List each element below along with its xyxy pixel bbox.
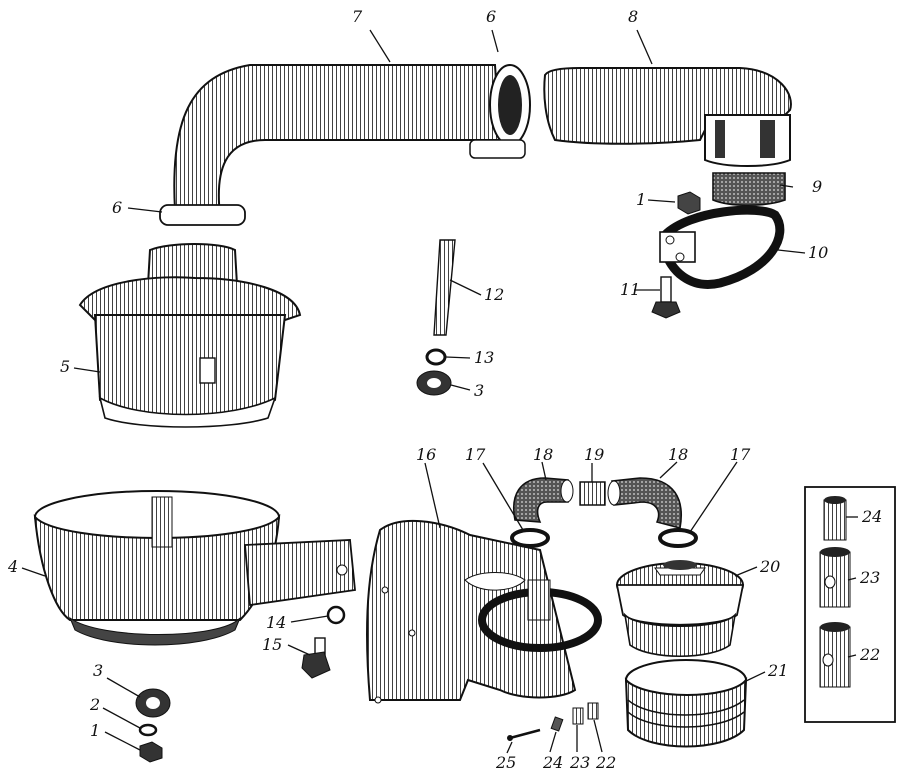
- long-stud: [433, 239, 456, 336]
- nut-upper: [677, 191, 701, 215]
- filter-insert: [712, 172, 786, 206]
- hose-clamp-lower: [159, 204, 246, 226]
- label-1-lower: 1: [90, 721, 100, 740]
- label-23-inset: 23: [859, 568, 880, 587]
- label-14: 14: [266, 613, 286, 632]
- label-12: 12: [484, 285, 504, 304]
- wing-nut-lower: [135, 688, 171, 718]
- label-8: 8: [628, 7, 638, 26]
- nut-lower: [139, 741, 163, 763]
- label-11: 11: [620, 280, 640, 299]
- label-1-upper: 1: [636, 190, 646, 209]
- split-washer: [326, 605, 346, 625]
- pin-22: [587, 702, 599, 720]
- label-23: 23: [569, 753, 590, 772]
- label-3-lower: 3: [93, 661, 103, 680]
- label-16: 16: [416, 445, 436, 464]
- label-19: 19: [584, 445, 604, 464]
- label-20: 20: [759, 557, 780, 576]
- label-3-mid: 3: [474, 381, 484, 400]
- pin-25: [509, 728, 541, 740]
- small-hose-clamp-right: [658, 528, 698, 548]
- inset-pin-24: [823, 496, 847, 541]
- label-9: 9: [812, 177, 822, 196]
- lock-washer-mid: [425, 348, 447, 366]
- label-6-upper: 6: [486, 7, 496, 26]
- outlet-pipe-elbow: [543, 67, 792, 167]
- washer-lower: [138, 723, 158, 737]
- mounting-bracket: [366, 519, 602, 704]
- pin-23: [572, 707, 584, 725]
- label-10: 10: [808, 243, 828, 262]
- label-18-left: 18: [533, 445, 553, 464]
- pin-24: [550, 716, 564, 732]
- label-6-lower: 6: [112, 198, 122, 217]
- label-4: 4: [7, 557, 18, 576]
- label-18-right: 18: [668, 445, 688, 464]
- rubber-elbow-right: [611, 477, 682, 529]
- inset-pin-23: [819, 547, 851, 608]
- label-5: 5: [60, 357, 70, 376]
- bolt-lower: [301, 637, 331, 679]
- label-24-inset: 24: [861, 507, 882, 526]
- oil-bath-bowl: [33, 490, 356, 646]
- label-7: 7: [352, 7, 363, 26]
- label-2: 2: [89, 695, 100, 714]
- label-25: 25: [495, 753, 516, 772]
- leader-lines: [21, 29, 858, 754]
- hose-clamp-upper: [469, 139, 526, 159]
- filter-ring: [624, 659, 748, 748]
- label-13: 13: [474, 348, 494, 367]
- label-15: 15: [262, 635, 282, 654]
- band-clamp: [659, 205, 785, 289]
- label-17-left: 17: [465, 445, 486, 464]
- label-17-right: 17: [730, 445, 751, 464]
- connector-sleeve: [579, 481, 606, 506]
- part-number-labels: 7 6 8 9 1 10 11 12 13 3 6 5 16 17 18 19 …: [7, 7, 882, 772]
- small-hose-clamp-left: [510, 528, 550, 548]
- inset-pin-22: [819, 622, 851, 688]
- filter-housing-cover: [78, 243, 302, 428]
- bolt-upper: [651, 276, 681, 319]
- label-24: 24: [542, 753, 563, 772]
- wing-nut-mid: [416, 370, 452, 396]
- filter-element: [615, 560, 745, 657]
- label-21: 21: [767, 661, 788, 680]
- label-22: 22: [595, 753, 616, 772]
- label-22-inset: 22: [859, 645, 880, 664]
- intake-pipe-elbow: [159, 64, 531, 226]
- rubber-elbow-left: [513, 477, 569, 523]
